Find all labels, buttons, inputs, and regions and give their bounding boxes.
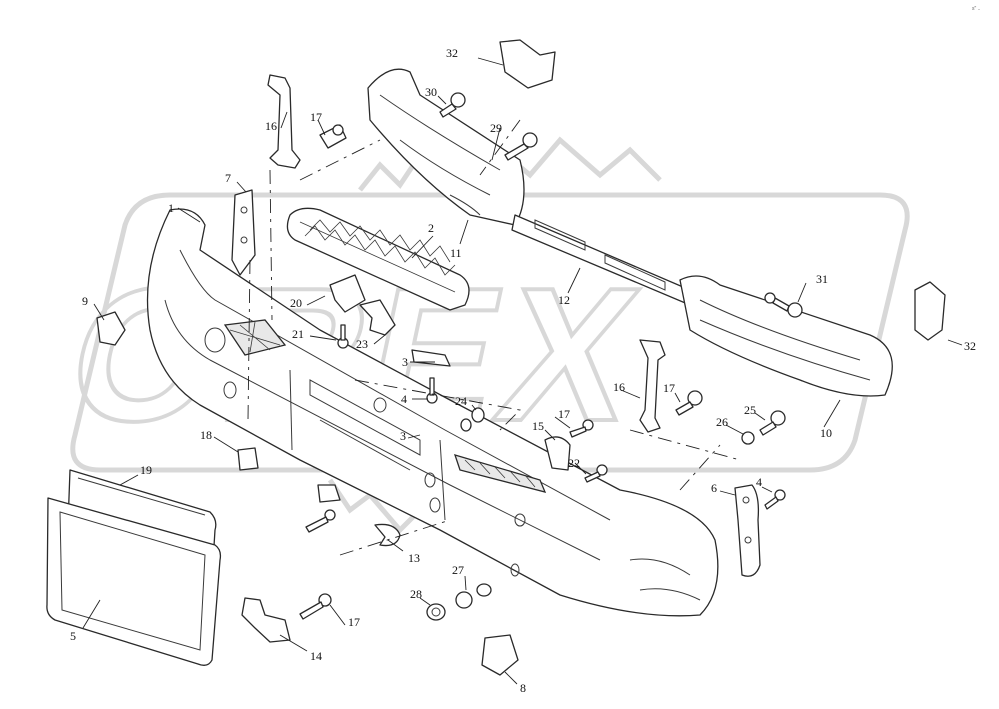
- callout-29: 29: [490, 121, 502, 135]
- callout-14: 14: [310, 649, 322, 663]
- rubber-buffer: [237, 447, 259, 471]
- callout-3-center: 3: [402, 355, 408, 369]
- bolt-17-right: [675, 390, 703, 416]
- nut-27: [455, 583, 492, 609]
- bumper-right-mesh-insert: [453, 454, 547, 493]
- clamp-center-lower: [317, 484, 341, 503]
- callout-22: 22: [568, 456, 580, 470]
- right-tow-cap: [481, 634, 519, 676]
- right-upright-rod: [639, 339, 666, 433]
- bolt-4-center: [426, 377, 438, 404]
- callout-32-right: 32: [964, 339, 976, 353]
- callout-21: 21: [292, 327, 304, 341]
- washer-24: [460, 407, 485, 432]
- callout-15: 15: [532, 419, 544, 433]
- callout-28: 28: [410, 587, 422, 601]
- right-bracket: [734, 484, 761, 577]
- callout-23: 23: [356, 337, 368, 351]
- callout-7: 7: [225, 171, 231, 185]
- step-plate: [286, 207, 470, 311]
- callout-16-left: 16: [265, 119, 277, 133]
- clip: [374, 523, 401, 547]
- corner-mark: s" ..: [972, 6, 980, 12]
- right-strap: [544, 436, 571, 471]
- callout-16-right: 16: [613, 380, 625, 394]
- bolt-30: [439, 92, 466, 118]
- callout-17-upper: 17: [310, 110, 322, 124]
- washer-26: [741, 431, 755, 445]
- callout-24: 24: [455, 394, 467, 408]
- callout-17-lower: 17: [348, 615, 360, 629]
- bolt-25: [759, 410, 786, 436]
- callout-26: 26: [716, 415, 728, 429]
- callout-4-right: 4: [756, 475, 762, 489]
- callout-20: 20: [290, 296, 302, 310]
- callout-4-center: 4: [401, 392, 407, 406]
- bolt-center-lower: [305, 509, 336, 533]
- callout-11: 11: [450, 246, 462, 260]
- assembly-lines: [247, 119, 741, 556]
- callout-12: 12: [558, 293, 570, 307]
- bolt-31: [764, 292, 803, 318]
- callout-9: 9: [82, 294, 88, 308]
- licence-plate-panel: [46, 497, 222, 666]
- callout-30: 30: [425, 85, 437, 99]
- hook: [241, 597, 291, 643]
- bolt-17-upper: [319, 124, 347, 149]
- callout-25: 25: [744, 403, 756, 417]
- callout-3-lower: 3: [400, 429, 406, 443]
- upper-bumper-left-section: [367, 68, 525, 226]
- bolt-21: [337, 324, 349, 349]
- callout-17-center: 17: [558, 407, 570, 421]
- callout-17-right: 17: [663, 381, 675, 395]
- upper-bumper-right-section: [679, 275, 893, 397]
- bolt-4-right: [764, 489, 786, 510]
- left-tow-cap: [96, 311, 126, 346]
- callout-6: 6: [711, 481, 717, 495]
- center-bracket: [329, 274, 366, 313]
- callout-27: 27: [452, 563, 464, 577]
- callout-19: 19: [140, 463, 152, 477]
- bolt-29: [504, 132, 538, 161]
- right-mounting-bracket: [914, 281, 946, 341]
- nut-28: [426, 603, 446, 621]
- callout-13: 13: [408, 551, 420, 565]
- bolt-17-lower: [299, 593, 332, 620]
- bumper-left-mesh-insert: [223, 319, 287, 356]
- left-bracket: [231, 189, 256, 276]
- callout-5: 5: [70, 629, 76, 643]
- bolt-22: [584, 464, 608, 483]
- left-upright-rod: [267, 74, 301, 169]
- bolt-17-center: [569, 419, 594, 438]
- callout-10: 10: [820, 426, 832, 440]
- callout-1: 1: [168, 201, 174, 215]
- callout-labels: 1 2 3 3 4 4 5 6 7 8 9 10 11 12 13 14 15 …: [70, 46, 976, 695]
- callout-18: 18: [200, 428, 212, 442]
- leader-lines: [82, 57, 963, 685]
- callout-31: 31: [816, 272, 828, 286]
- callout-2: 2: [428, 221, 434, 235]
- top-mounting-bracket: [499, 39, 556, 89]
- callout-8: 8: [520, 681, 526, 695]
- callout-32-top: 32: [446, 46, 458, 60]
